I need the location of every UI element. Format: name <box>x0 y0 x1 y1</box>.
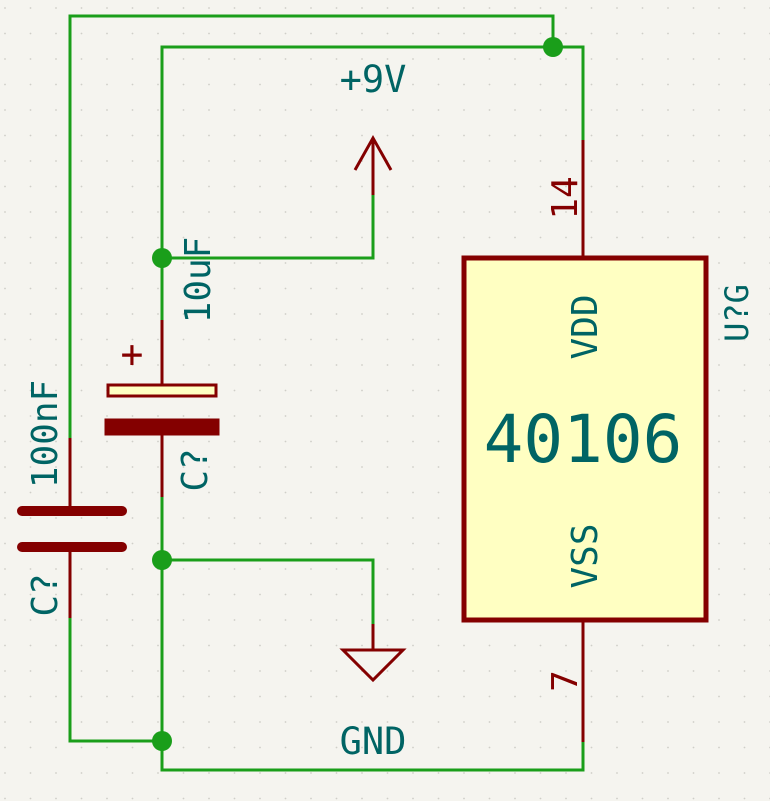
cap-pol-value: 10uF <box>178 237 219 324</box>
cap-pol-reference: C? <box>175 448 216 491</box>
cap-cer-reference: C? <box>25 573 66 616</box>
ic-pin-vdd-name: VDD <box>565 294 606 359</box>
wire-gnd-tap[interactable] <box>160 558 375 626</box>
wires <box>68 14 585 772</box>
wire-top-outer[interactable] <box>68 14 555 440</box>
ic-pin-vss-number: 7 <box>545 670 586 692</box>
supply-arrow-icon <box>353 134 393 171</box>
power-supply-symbol[interactable] <box>353 134 393 195</box>
cap-pol-polarity-mark: + <box>121 332 144 376</box>
junction-gnd <box>152 550 172 570</box>
ground-label: GND <box>340 720 407 763</box>
ic-body <box>461 255 709 623</box>
ic-value: 40106 <box>484 401 683 478</box>
cap-pol-plate-negative <box>104 418 220 436</box>
junction-bottom <box>152 731 172 751</box>
ic-pin-vdd-number: 14 <box>545 176 586 219</box>
ic-40106[interactable] <box>461 140 709 742</box>
ic-pin-vss-name: VSS <box>565 523 606 588</box>
junction-top <box>543 37 563 57</box>
wire-ceramic-bottom[interactable] <box>68 616 164 743</box>
wire-supply-tap[interactable] <box>160 193 375 260</box>
supply-label: +9V <box>340 58 407 101</box>
capacitor-ceramic[interactable] <box>17 438 127 618</box>
gnd-triangle-icon <box>339 648 407 683</box>
ic-reference: U?G <box>718 284 756 342</box>
capacitor-polarized[interactable] <box>104 320 220 497</box>
wire-cap-bottom[interactable] <box>160 495 585 772</box>
ground-symbol[interactable] <box>339 624 407 683</box>
cap-cer-value: 100nF <box>25 380 66 488</box>
wire-top-inner[interactable] <box>160 45 585 322</box>
cap-pol-plate-positive <box>106 383 218 398</box>
junction-supply <box>152 248 172 268</box>
junctions <box>152 37 563 751</box>
